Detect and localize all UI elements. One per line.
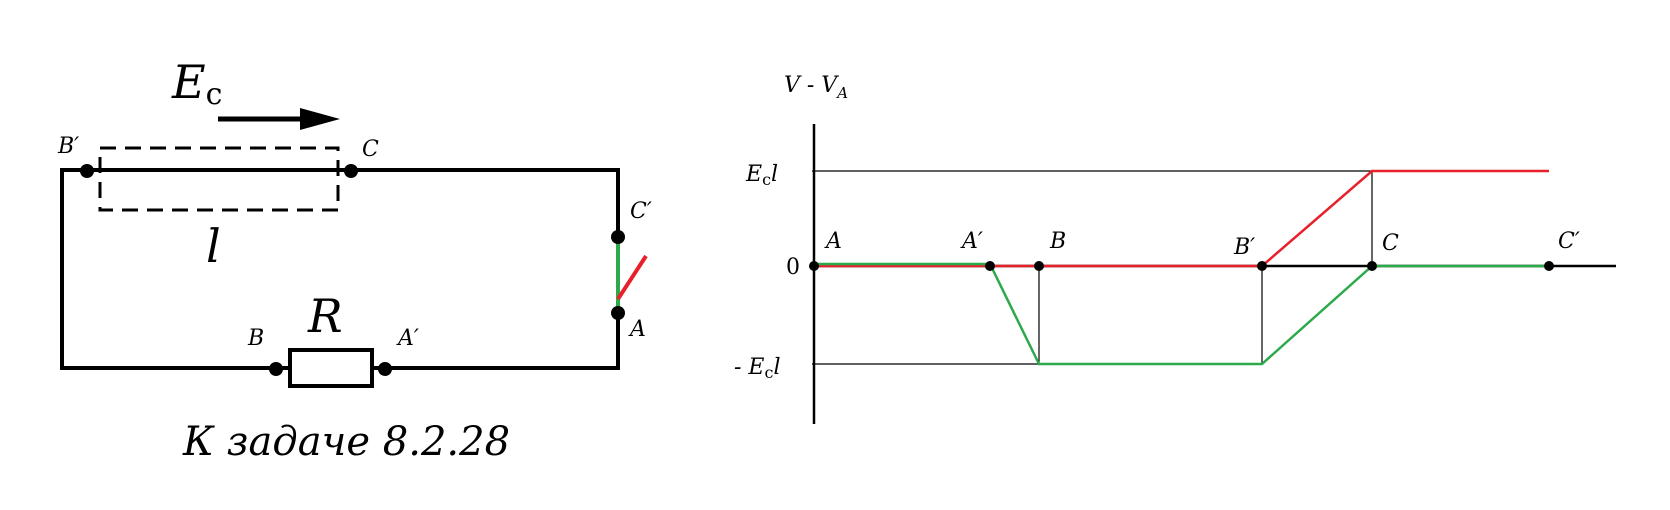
graph-label-a: A [824, 229, 842, 254]
label-c-prime: C′ [630, 199, 652, 224]
node-c-prime [611, 230, 625, 244]
graph-node-a-prime [985, 261, 995, 271]
graph-label-c: C [1382, 231, 1399, 256]
graph-label-c-prime: C′ [1558, 229, 1580, 254]
graph-node-c-prime [1544, 261, 1554, 271]
label-a-prime: A′ [396, 326, 419, 351]
node-a-prime [378, 362, 392, 376]
graph-label-a-prime: A′ [960, 229, 983, 254]
emf-region [98, 146, 340, 212]
label-b: B [247, 326, 264, 351]
label-a: A [628, 317, 646, 342]
y-tick-bottom: - Ecl [734, 355, 781, 382]
emf-label: Ec [171, 55, 222, 112]
node-b-prime [80, 164, 94, 178]
green-curve [814, 262, 1549, 366]
label-c: C [362, 137, 379, 162]
caption: К задаче 8.2.28 [182, 419, 510, 465]
node-a [611, 306, 625, 320]
y-tick-top: Ecl [745, 162, 778, 189]
graph-node-a [809, 261, 819, 271]
graph-node-b [1034, 261, 1044, 271]
resistor [288, 348, 374, 388]
red-segment [616, 254, 648, 301]
circuit-diagram: Ec B′ C C′ A B A′ l R К задаче 8.2.28 [57, 55, 652, 465]
node-c [344, 164, 358, 178]
label-b-prime: B′ [57, 134, 79, 159]
graph-label-b: B [1049, 229, 1066, 254]
emf-arrow-head [300, 108, 340, 130]
length-label: l [206, 219, 221, 273]
graph-label-b-prime: B′ [1233, 235, 1255, 260]
y-tick-zero: 0 [786, 255, 800, 280]
graph-node-c [1367, 261, 1377, 271]
resistor-label: R [307, 289, 343, 343]
node-b [269, 362, 283, 376]
potential-graph: A A′ B B′ C C′ V - VA Ecl 0 - Ecl [734, 73, 1616, 424]
graph-node-b-prime [1257, 261, 1267, 271]
y-axis-title: V - VA [784, 73, 848, 102]
red-curve [814, 169, 1549, 268]
